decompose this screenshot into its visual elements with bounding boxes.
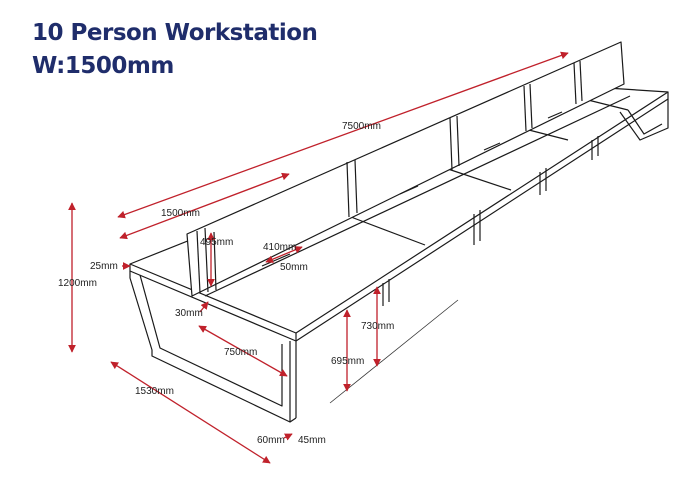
screen-cutout-depth-label: 50mm	[280, 262, 308, 273]
top-thickness-label: 25mm	[90, 261, 118, 272]
workstation-outline	[129, 41, 669, 423]
overall-depth-label: 1530mm	[135, 386, 174, 397]
floor-line	[329, 299, 459, 404]
desk-top	[129, 85, 669, 334]
desk-depth-label: 750mm	[224, 347, 257, 358]
overall-height-label: 1200mm	[58, 278, 97, 289]
leg-width-arrow	[283, 433, 293, 441]
overall-length-label: 7500mm	[342, 121, 381, 132]
screen-cutout-width-label: 410mm	[263, 242, 296, 253]
frame-offset-label: 30mm	[175, 308, 203, 319]
frame-offset-arrow	[199, 301, 209, 313]
screen-height-label: 495mm	[200, 237, 233, 248]
leg-height-label: 695mm	[331, 356, 364, 367]
bay-width-arrow	[119, 172, 290, 240]
desk-height-label: 730mm	[361, 321, 394, 332]
dimension-arrows	[68, 51, 569, 464]
bay-width-label: 1500mm	[161, 208, 200, 219]
overall-depth-arrow	[110, 361, 271, 464]
diagram-title: 10 Person Workstation	[32, 20, 318, 46]
rear-sled-leg	[619, 99, 669, 141]
leg-width-label: 60mm	[257, 435, 285, 446]
dimension-labels: 7500mm 1500mm 495mm 410mm 50mm 25mm 1200…	[58, 121, 394, 446]
cutout-arrow	[265, 246, 303, 263]
desk-depth-arrow	[198, 325, 288, 377]
leg-depth-label: 45mm	[298, 435, 326, 446]
